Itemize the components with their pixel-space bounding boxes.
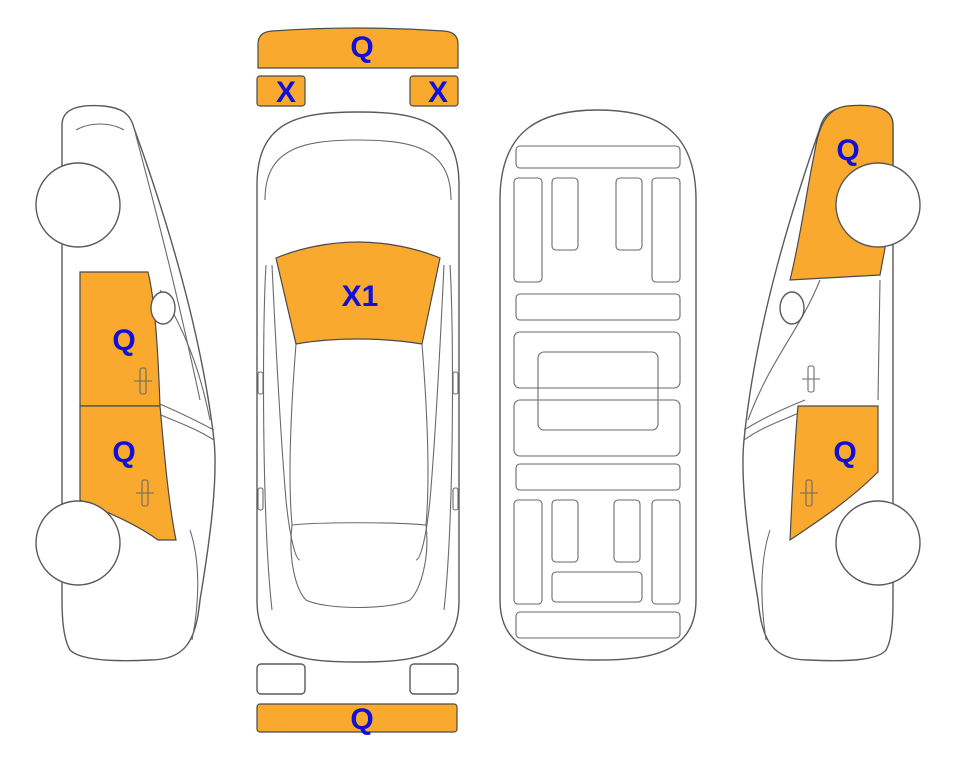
right-front-quarter-label: Q [836,134,859,167]
top-view-car: X1 [256,111,460,663]
front-bumper-part[interactable] [257,27,459,69]
windshield-part[interactable] [275,241,441,345]
left-rear-door-label: Q [112,436,135,469]
right-taillight-part[interactable] [409,663,459,695]
left-taillight-part[interactable] [256,663,306,695]
rear-bumper-label: Q [350,703,373,736]
right-headlight-part[interactable] [409,75,459,107]
left-front-door-label: Q [112,324,135,357]
right-rear-door-part[interactable] [789,405,879,542]
rear-parts: Q [256,663,459,736]
left-headlight-part[interactable] [256,75,306,107]
right-rear-door-label: Q [833,436,856,469]
right-side-view: Q Q [742,104,921,662]
left-side-view: Q Q [35,104,216,662]
right-headlight-label: X [428,76,448,109]
front-bumper-label: Q [350,31,373,64]
underbody-view [499,109,697,661]
left-headlight-label: X [276,76,296,109]
windshield-label: X1 [342,280,379,313]
front-parts: Q X X [256,27,459,109]
rear-bumper-part[interactable] [256,703,458,733]
